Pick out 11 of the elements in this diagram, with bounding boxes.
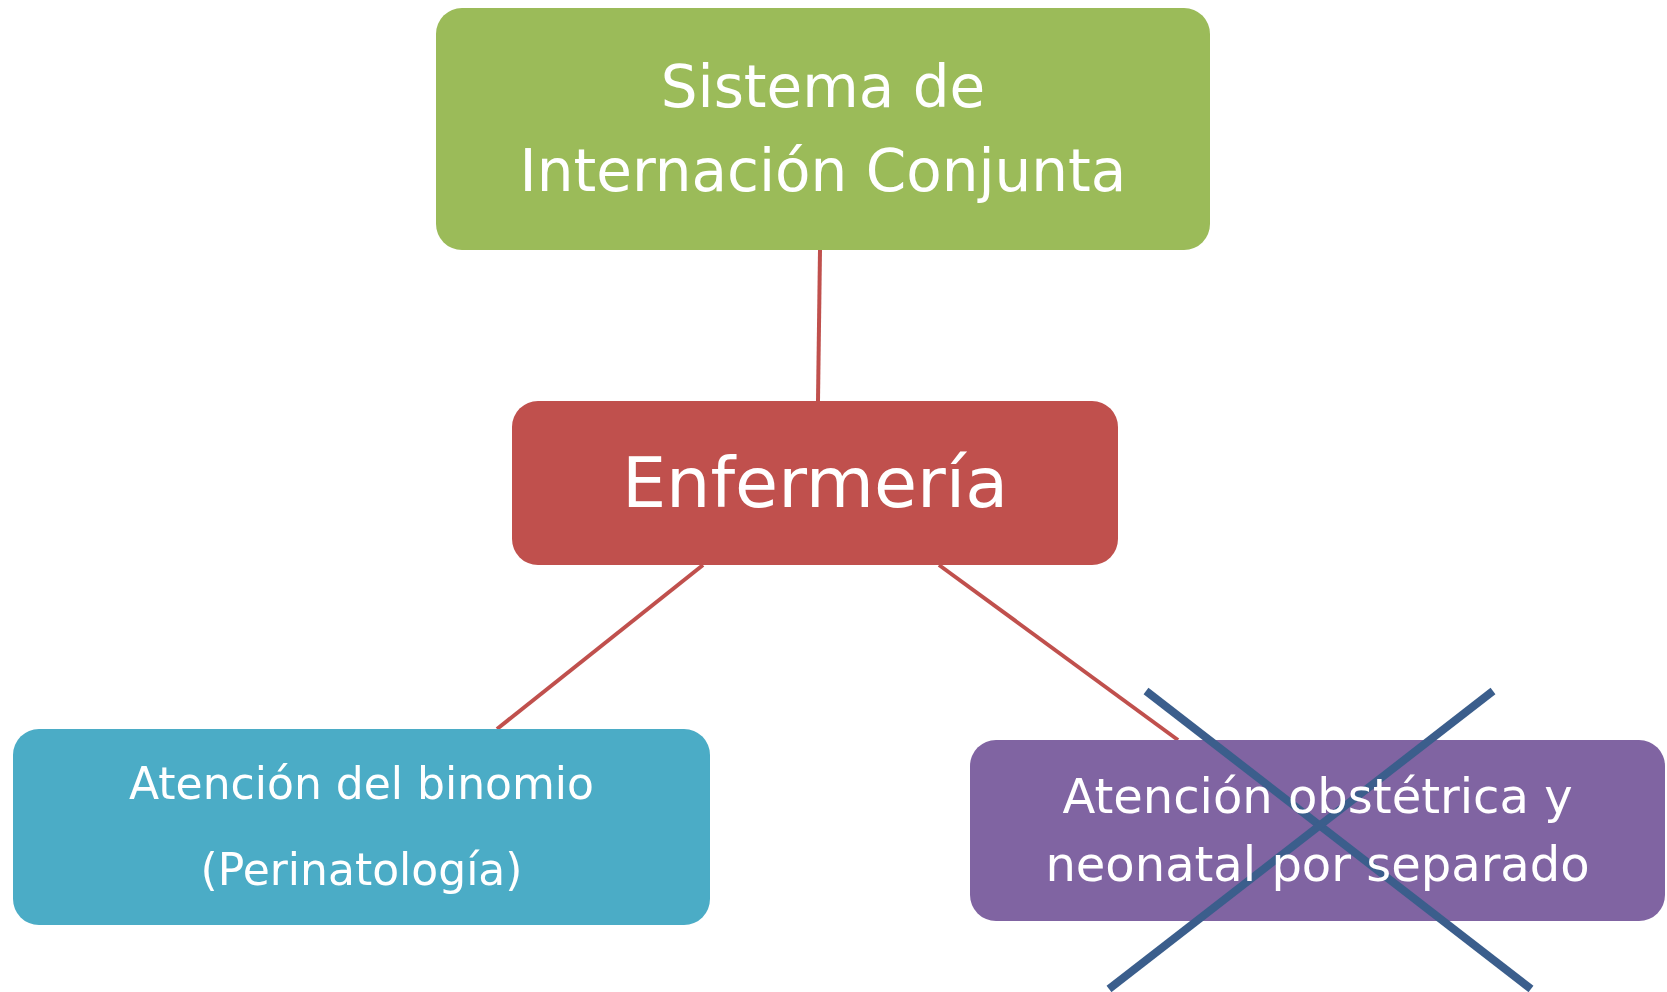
box-label: Enfermería — [621, 441, 1009, 525]
connector-line — [816, 249, 822, 402]
rounded-box — [970, 740, 1665, 921]
box-label: Atención obstétrica y neonatal por separado — [1044, 767, 1591, 894]
rounded-box — [512, 401, 1118, 565]
connector-line — [937, 563, 1180, 742]
connector-line — [495, 563, 705, 731]
box-label: Atención del binomio (Perinatología) — [128, 757, 595, 897]
box-label: Sistema de Internación Conjunta — [518, 51, 1128, 207]
rounded-box — [436, 8, 1210, 250]
rounded-box — [13, 729, 710, 925]
